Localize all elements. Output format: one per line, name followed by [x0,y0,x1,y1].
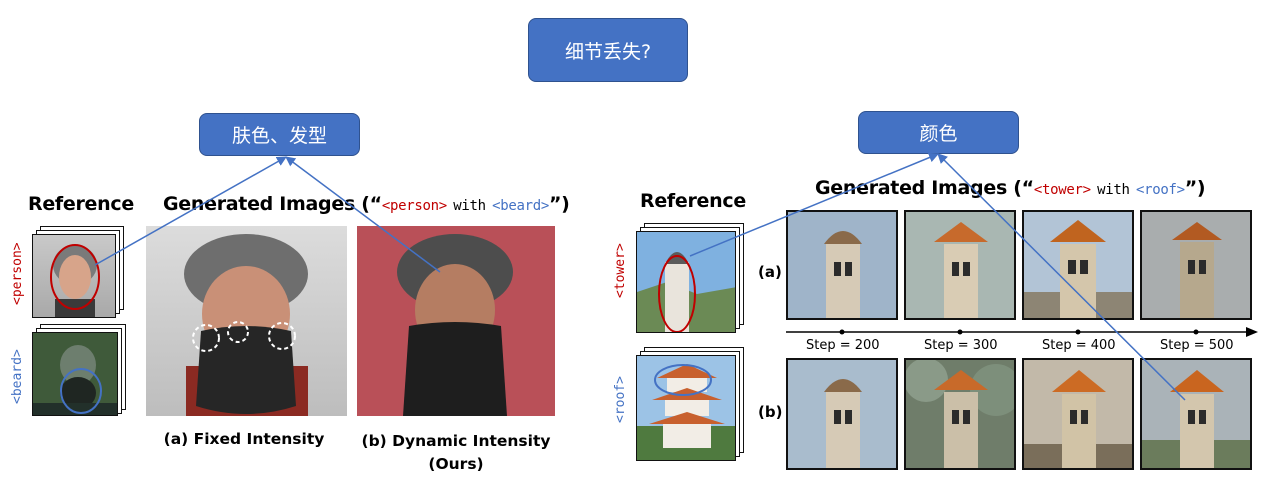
right-generated-heading: Generated Images (“<tower> with <roof>”) [815,177,1206,199]
caption-dynamic-line2: (Ours) [428,455,484,473]
roof-reference-graphic [637,356,735,460]
tower-row-b-step-300 [904,358,1016,470]
row-label-a: (a) [758,263,782,281]
callout-color: 颜色 [858,111,1019,154]
tower-a300-graphic [906,212,1014,318]
tower-reference-graphic [637,232,735,332]
caption-dynamic-line1: (b) Dynamic Intensity [361,432,551,450]
tower-b500-graphic [1142,360,1250,468]
step-label-300: Step = 300 [924,338,998,353]
step-label-400: Step = 400 [1042,338,1116,353]
tower-a200-graphic [788,212,896,318]
caption-dynamic-intensity: (b) Dynamic Intensity (Ours) [352,430,560,476]
right-reference-heading: Reference [640,190,746,212]
beard-reference-image [32,332,118,416]
caption-fixed-intensity: (a) Fixed Intensity [163,430,325,448]
roof-reference-image [636,355,736,461]
tower-b200-graphic [788,360,896,468]
callout-detail-loss-text: 细节丢失? [564,40,652,63]
person-reference-graphic [33,235,115,317]
callout-skin-hair: 肤色、发型 [199,113,360,156]
left-reference-heading: Reference [28,193,134,215]
right-prompt-open: (“ [1013,177,1034,199]
right-prompt-roof: <roof> [1135,182,1185,198]
left-prompt-beard: <beard> [492,198,549,214]
generated-fixed-intensity-image [146,226,347,416]
left-generated-title: Generated Images [163,193,355,215]
left-prompt-person: <person> [381,198,447,214]
tower-row-b-step-200 [786,358,898,470]
fixed-intensity-graphic [146,226,347,416]
tower-row-b-step-500 [1140,358,1252,470]
right-prompt-with: with [1097,182,1130,198]
tag-tower: <tower> [613,243,628,298]
tower-row-a-step-200 [786,210,898,320]
tag-person: <person> [10,242,25,305]
left-prompt-close: ”) [548,193,570,215]
right-generated-title: Generated Images [815,177,1007,199]
row-label-b: (b) [758,403,783,421]
tag-beard: <beard> [10,349,25,404]
left-prompt-with: with [453,198,486,214]
generated-dynamic-intensity-image [357,226,555,416]
callout-detail-loss: 细节丢失? [528,18,688,82]
tower-row-a-step-500 [1140,210,1252,320]
person-reference-image [32,234,116,318]
tower-row-b-step-400 [1022,358,1134,470]
tower-a500-graphic [1142,212,1250,318]
tower-row-a-step-300 [904,210,1016,320]
step-label-200: Step = 200 [806,338,880,353]
right-prompt-close: ”) [1184,177,1206,199]
step-label-500: Step = 500 [1160,338,1234,353]
tower-reference-image [636,231,736,333]
tower-row-a-step-400 [1022,210,1134,320]
tower-b300-graphic [906,360,1014,468]
tower-a400-graphic [1024,212,1132,318]
beard-reference-graphic [33,333,117,415]
callout-color-text: 颜色 [919,123,958,145]
dynamic-intensity-graphic [357,226,555,416]
right-prompt-tower: <tower> [1033,182,1091,198]
left-generated-heading: Generated Images (“<person> with <beard>… [163,193,570,215]
tag-roof: <roof> [613,376,628,423]
left-prompt-open: (“ [361,193,382,215]
tower-b400-graphic [1024,360,1132,468]
callout-skin-hair-text: 肤色、发型 [231,125,327,147]
